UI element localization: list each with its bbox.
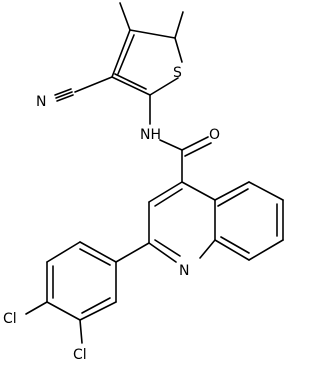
- bond: [217, 188, 249, 207]
- bond: [174, 37, 183, 63]
- carbonyl-bond: [184, 142, 212, 157]
- bond: [79, 248, 111, 266]
- bond: [114, 73, 147, 90]
- nitrile-bond: [74, 76, 113, 93]
- bond: [154, 239, 181, 257]
- bond: [199, 239, 216, 259]
- structure-svg: S N NH O N Cl Cl: [3, 2, 284, 363]
- triple-bond: [55, 91, 73, 99]
- carbonyl-oxygen-label: O: [209, 127, 220, 143]
- carbonyl-bond: [181, 136, 209, 151]
- amide-nh-label: NH: [140, 127, 161, 143]
- quinoline-nitrogen-label: N: [179, 263, 189, 279]
- quinoline-benzo-ring: [214, 181, 284, 261]
- thiophene-ring: [111, 29, 183, 96]
- methyl-bond: [174, 11, 184, 39]
- chlorine-label-2: Cl: [73, 347, 87, 363]
- biaryl-bond: [115, 242, 150, 263]
- methyl-bond: [119, 2, 131, 31]
- bond: [149, 77, 179, 96]
- bond: [154, 188, 183, 207]
- bond: [214, 181, 250, 201]
- c-cl-bond: [25, 301, 48, 315]
- sulfur-label: S: [173, 65, 182, 81]
- bond: [148, 242, 177, 263]
- bond: [79, 241, 117, 263]
- bond: [117, 34, 135, 75]
- bond: [181, 181, 216, 201]
- bond: [81, 297, 111, 314]
- bond: [248, 181, 284, 201]
- bond: [220, 236, 250, 254]
- nitrile-nitrogen-label: N: [36, 94, 46, 110]
- dichlorophenyl-ring: [46, 241, 117, 321]
- molecule-diagram: S N NH O N Cl Cl: [3, 2, 284, 363]
- chlorine-label-1: Cl: [3, 311, 17, 327]
- bond: [148, 181, 183, 203]
- bond: [129, 29, 176, 39]
- bond: [46, 241, 81, 263]
- triple-bond: [54, 88, 72, 96]
- bond: [111, 76, 151, 96]
- bond: [111, 29, 131, 78]
- c-cl-bond: [79, 319, 83, 344]
- quinoline-pyridine-ring: [148, 181, 216, 263]
- bond: [214, 239, 250, 261]
- bond: [248, 239, 284, 261]
- triple-bond: [56, 94, 74, 102]
- amide-bond: [159, 139, 183, 151]
- bond: [46, 301, 81, 321]
- bond: [79, 301, 117, 321]
